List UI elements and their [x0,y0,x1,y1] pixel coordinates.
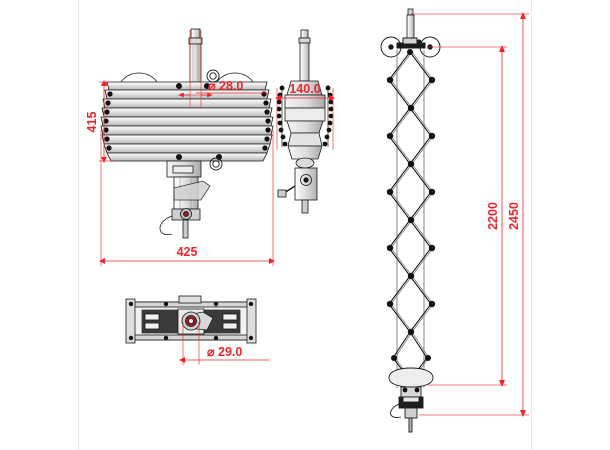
side-collapsed-clamp [277,167,318,214]
dimension-label-dia-29: ⌀ 29.0 [207,345,242,359]
front-collapsed-scissor-stack [100,72,274,162]
front-collapsed-ring-top [206,69,220,83]
dimension-label-2200: 2200 [486,202,500,230]
dimension-label-140: 140.0 [289,82,320,96]
dimension-h-2200: 2200 [427,45,507,387]
side-collapsed-body [284,80,326,169]
view-front-collapsed [100,28,274,239]
dimension-annotations: ⌀ 28.0 415 [85,12,529,417]
view-front-extended [380,8,441,433]
front-collapsed-stem [188,28,203,83]
extended-guide-rails [396,50,425,388]
dimension-h-2450: 2450 [411,12,529,417]
drawing-canvas: ⌀ 28.0 415 [78,0,532,450]
dimension-label-2450: 2450 [507,202,521,230]
extended-bottom-clamp [388,367,434,433]
side-collapsed-pin-columns [276,85,334,147]
dimension-h-415: 415 [85,80,113,163]
front-collapsed-pivot-pins [103,83,271,160]
view-side-collapsed [276,29,334,214]
dimension-w-140: 140.0 [275,82,335,150]
extended-roller-wheels [380,36,441,58]
extended-joint-pins [386,49,436,383]
dimension-dia-28: ⌀ 28.0 [178,30,269,108]
plan-pivot-pins [128,301,254,341]
dimension-dia-29: ⌀ 29.0 [179,322,269,365]
front-collapsed-ring-bottom [209,157,223,171]
technical-drawing-svg: ⌀ 28.0 415 [85,8,529,433]
dimension-label-dia-28: ⌀ 28.0 [208,79,243,93]
dimension-label-425: 425 [177,245,198,259]
view-plan [125,295,257,344]
dimension-label-415: 415 [85,112,99,133]
dimension-w-425: 425 [99,130,275,266]
front-collapsed-clamp [159,160,211,239]
side-collapsed-stem [298,29,311,82]
